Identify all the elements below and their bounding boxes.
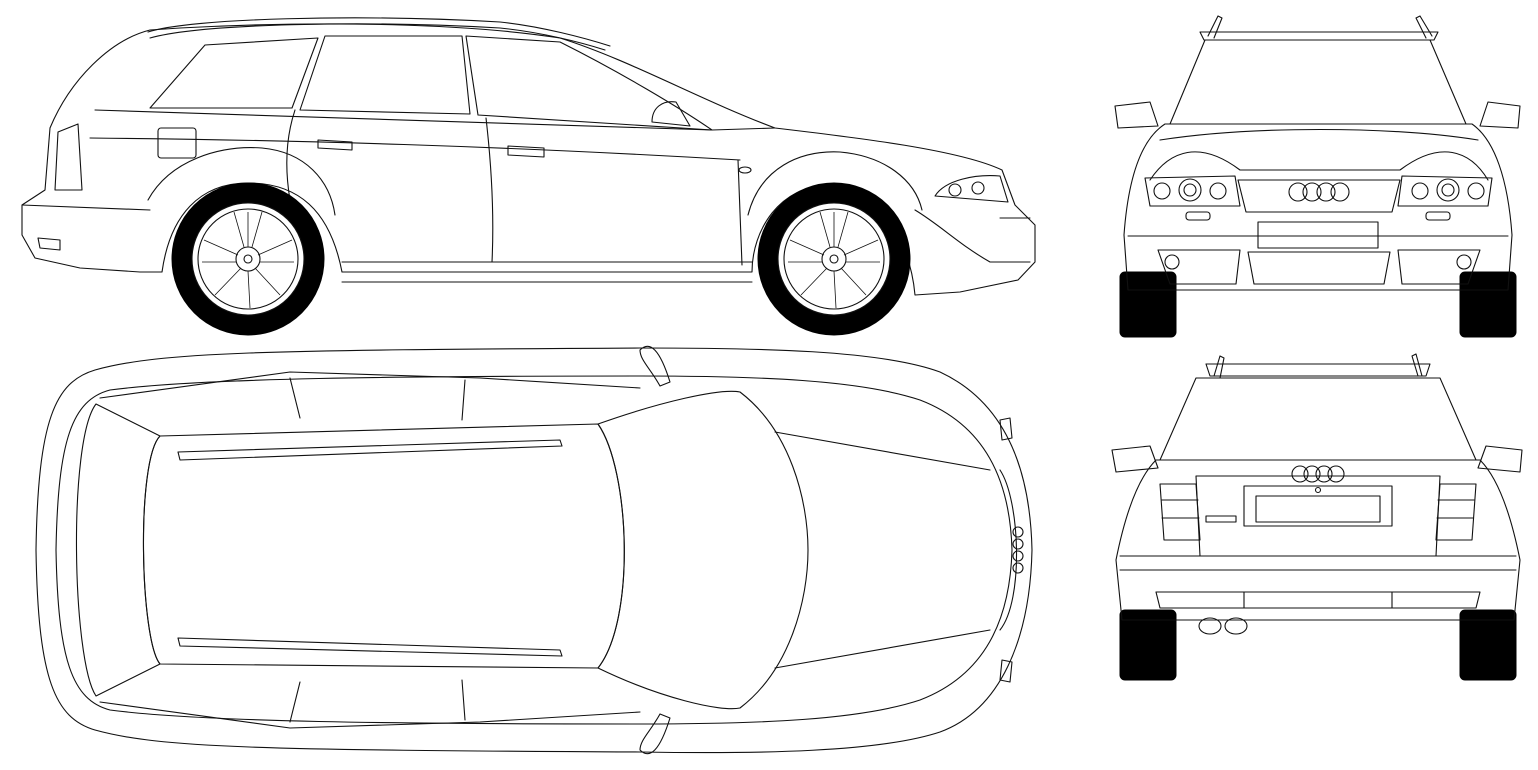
rear-mirror-right (1477, 445, 1523, 473)
rear-licence-plate (1243, 485, 1393, 527)
top-body-outline (35, 347, 1033, 754)
front-four-rings-logo (1288, 182, 1350, 202)
top-mirror-right (639, 713, 671, 755)
side-headlight (934, 175, 1009, 203)
top-roof-rail-right (177, 637, 563, 657)
front-grille (1237, 179, 1401, 213)
front-tire-left (1119, 271, 1177, 338)
side-window-rear (149, 37, 319, 109)
top-rear-window (75, 403, 161, 697)
rear-tire-right (1459, 609, 1517, 681)
side-window-middle (299, 35, 471, 115)
top-mirror-left (639, 345, 671, 387)
top-roof-rail-left (177, 439, 563, 461)
side-door-handle-rear (317, 139, 353, 151)
side-tail-light (54, 123, 83, 191)
side-fuel-flap (157, 127, 197, 159)
front-headlight-left (1144, 175, 1241, 207)
side-door-handle-front (507, 145, 545, 158)
rear-tail-light-right (1435, 483, 1477, 541)
rear-body-outline (1115, 459, 1521, 621)
rear-tail-light-left (1159, 483, 1201, 541)
side-rear-wheel (171, 182, 325, 336)
rear-exhaust-pipes (1198, 617, 1248, 635)
front-headlight-right (1397, 175, 1493, 207)
side-mirror (651, 101, 691, 127)
side-front-wheel (757, 182, 911, 336)
rear-view (1111, 353, 1523, 681)
front-mirror-right (1479, 101, 1521, 129)
top-roof-panel (142, 423, 625, 669)
front-mirror-left (1114, 101, 1159, 129)
rear-mirror-left (1111, 445, 1159, 473)
rear-window (1159, 377, 1477, 461)
rear-four-rings-logo (1291, 465, 1345, 483)
rear-tire-left (1119, 609, 1177, 681)
side-view (21, 17, 1036, 336)
front-windshield (1169, 39, 1467, 125)
side-body-outline (21, 23, 1036, 296)
top-windshield (597, 390, 809, 710)
front-licence-plate (1257, 221, 1379, 249)
front-view (1114, 15, 1521, 338)
top-four-rings-logo (1012, 526, 1024, 574)
side-window-front (465, 35, 713, 131)
top-view (35, 345, 1033, 755)
front-tire-right (1459, 271, 1517, 338)
front-body-outline (1123, 123, 1513, 291)
side-roof-rail (147, 17, 611, 47)
